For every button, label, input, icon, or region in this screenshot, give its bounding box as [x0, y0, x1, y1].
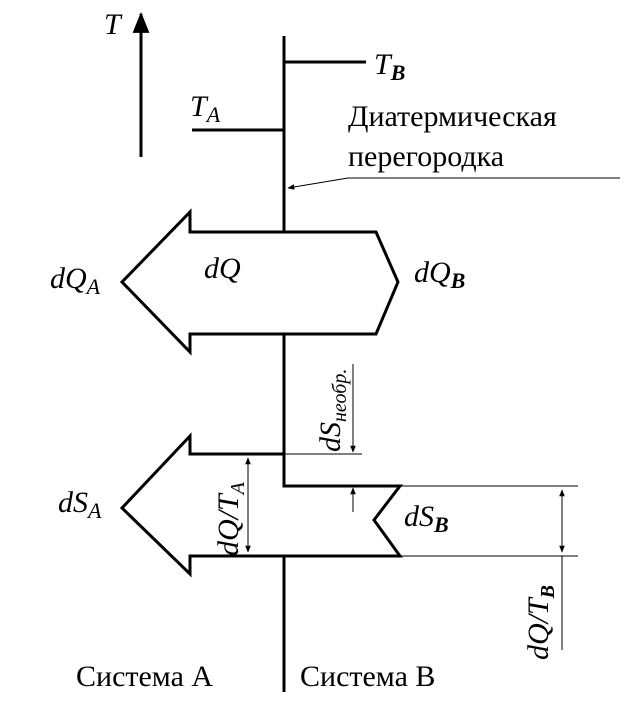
heat-b-label: dQB [414, 256, 465, 293]
temperature-a-label: TA [190, 90, 221, 127]
entropy-flow-arrow [119, 432, 404, 578]
qb-ratio-label: dQ/TB [522, 585, 559, 660]
entropy-a-label: dSA [58, 486, 102, 523]
system-b-label: Система В [300, 660, 435, 693]
system-a-label: Система А [76, 660, 213, 693]
partition-label-line2: перегородка [348, 140, 504, 173]
temperature-b-label: TB [374, 48, 405, 85]
irreversible-entropy-label: dSнеобр. [314, 369, 351, 452]
entropy-b-label: dSB [404, 500, 449, 537]
partition-label-line1: Диатермическая [348, 100, 557, 133]
qa-ratio-label: dQ/TA [212, 481, 249, 556]
heat-a-label: dQA [50, 262, 101, 299]
partition-leader-arrow [287, 177, 349, 190]
heat-flow-arrow [119, 208, 400, 356]
temperature-axis-label: T [104, 8, 123, 41]
heat-transfer-label: dQ [204, 252, 241, 285]
